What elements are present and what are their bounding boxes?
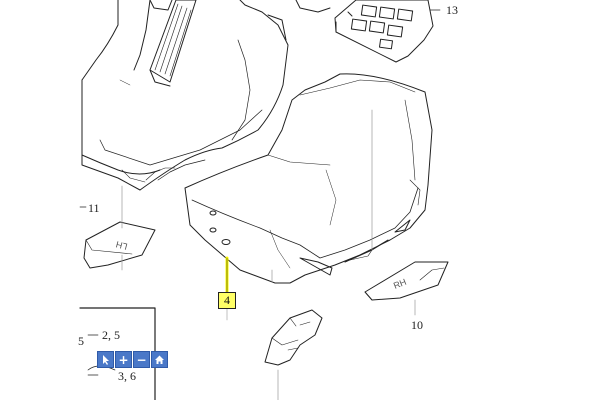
callout-11[interactable]: 11 [88,201,100,215]
callout-2-5[interactable]: 2, 5 [102,328,120,342]
ribbed-strip [149,0,197,87]
minus-icon: − [136,352,147,367]
lower-bracket-part [264,309,323,366]
leader-lines [121,109,416,400]
callout-4-highlighted[interactable]: 4 [218,292,236,309]
svg-text:RH: RH [392,277,408,291]
upper-left-seat-assembly [81,0,289,191]
callout-13[interactable]: 13 [446,3,458,17]
plus-icon: + [118,352,129,367]
home-icon [155,355,164,364]
part-4-seat-panel [184,73,433,284]
callout-5[interactable]: 5 [78,334,84,348]
cursor-icon[interactable] [97,351,114,368]
part-11-lh-pad: LH [79,206,156,269]
zoom-out-button[interactable]: − [133,351,150,368]
callout-3-6[interactable]: 3, 6 [118,369,136,383]
svg-text:LH: LH [115,239,129,252]
zoom-toolbar: + − [97,351,168,368]
callout-10[interactable]: 10 [411,318,423,332]
home-button[interactable] [151,351,168,368]
part-13-bracket [334,0,441,63]
zoom-in-button[interactable]: + [115,351,132,368]
top-small-parts [149,0,331,13]
part-10-rh-pad: RH [364,261,449,301]
